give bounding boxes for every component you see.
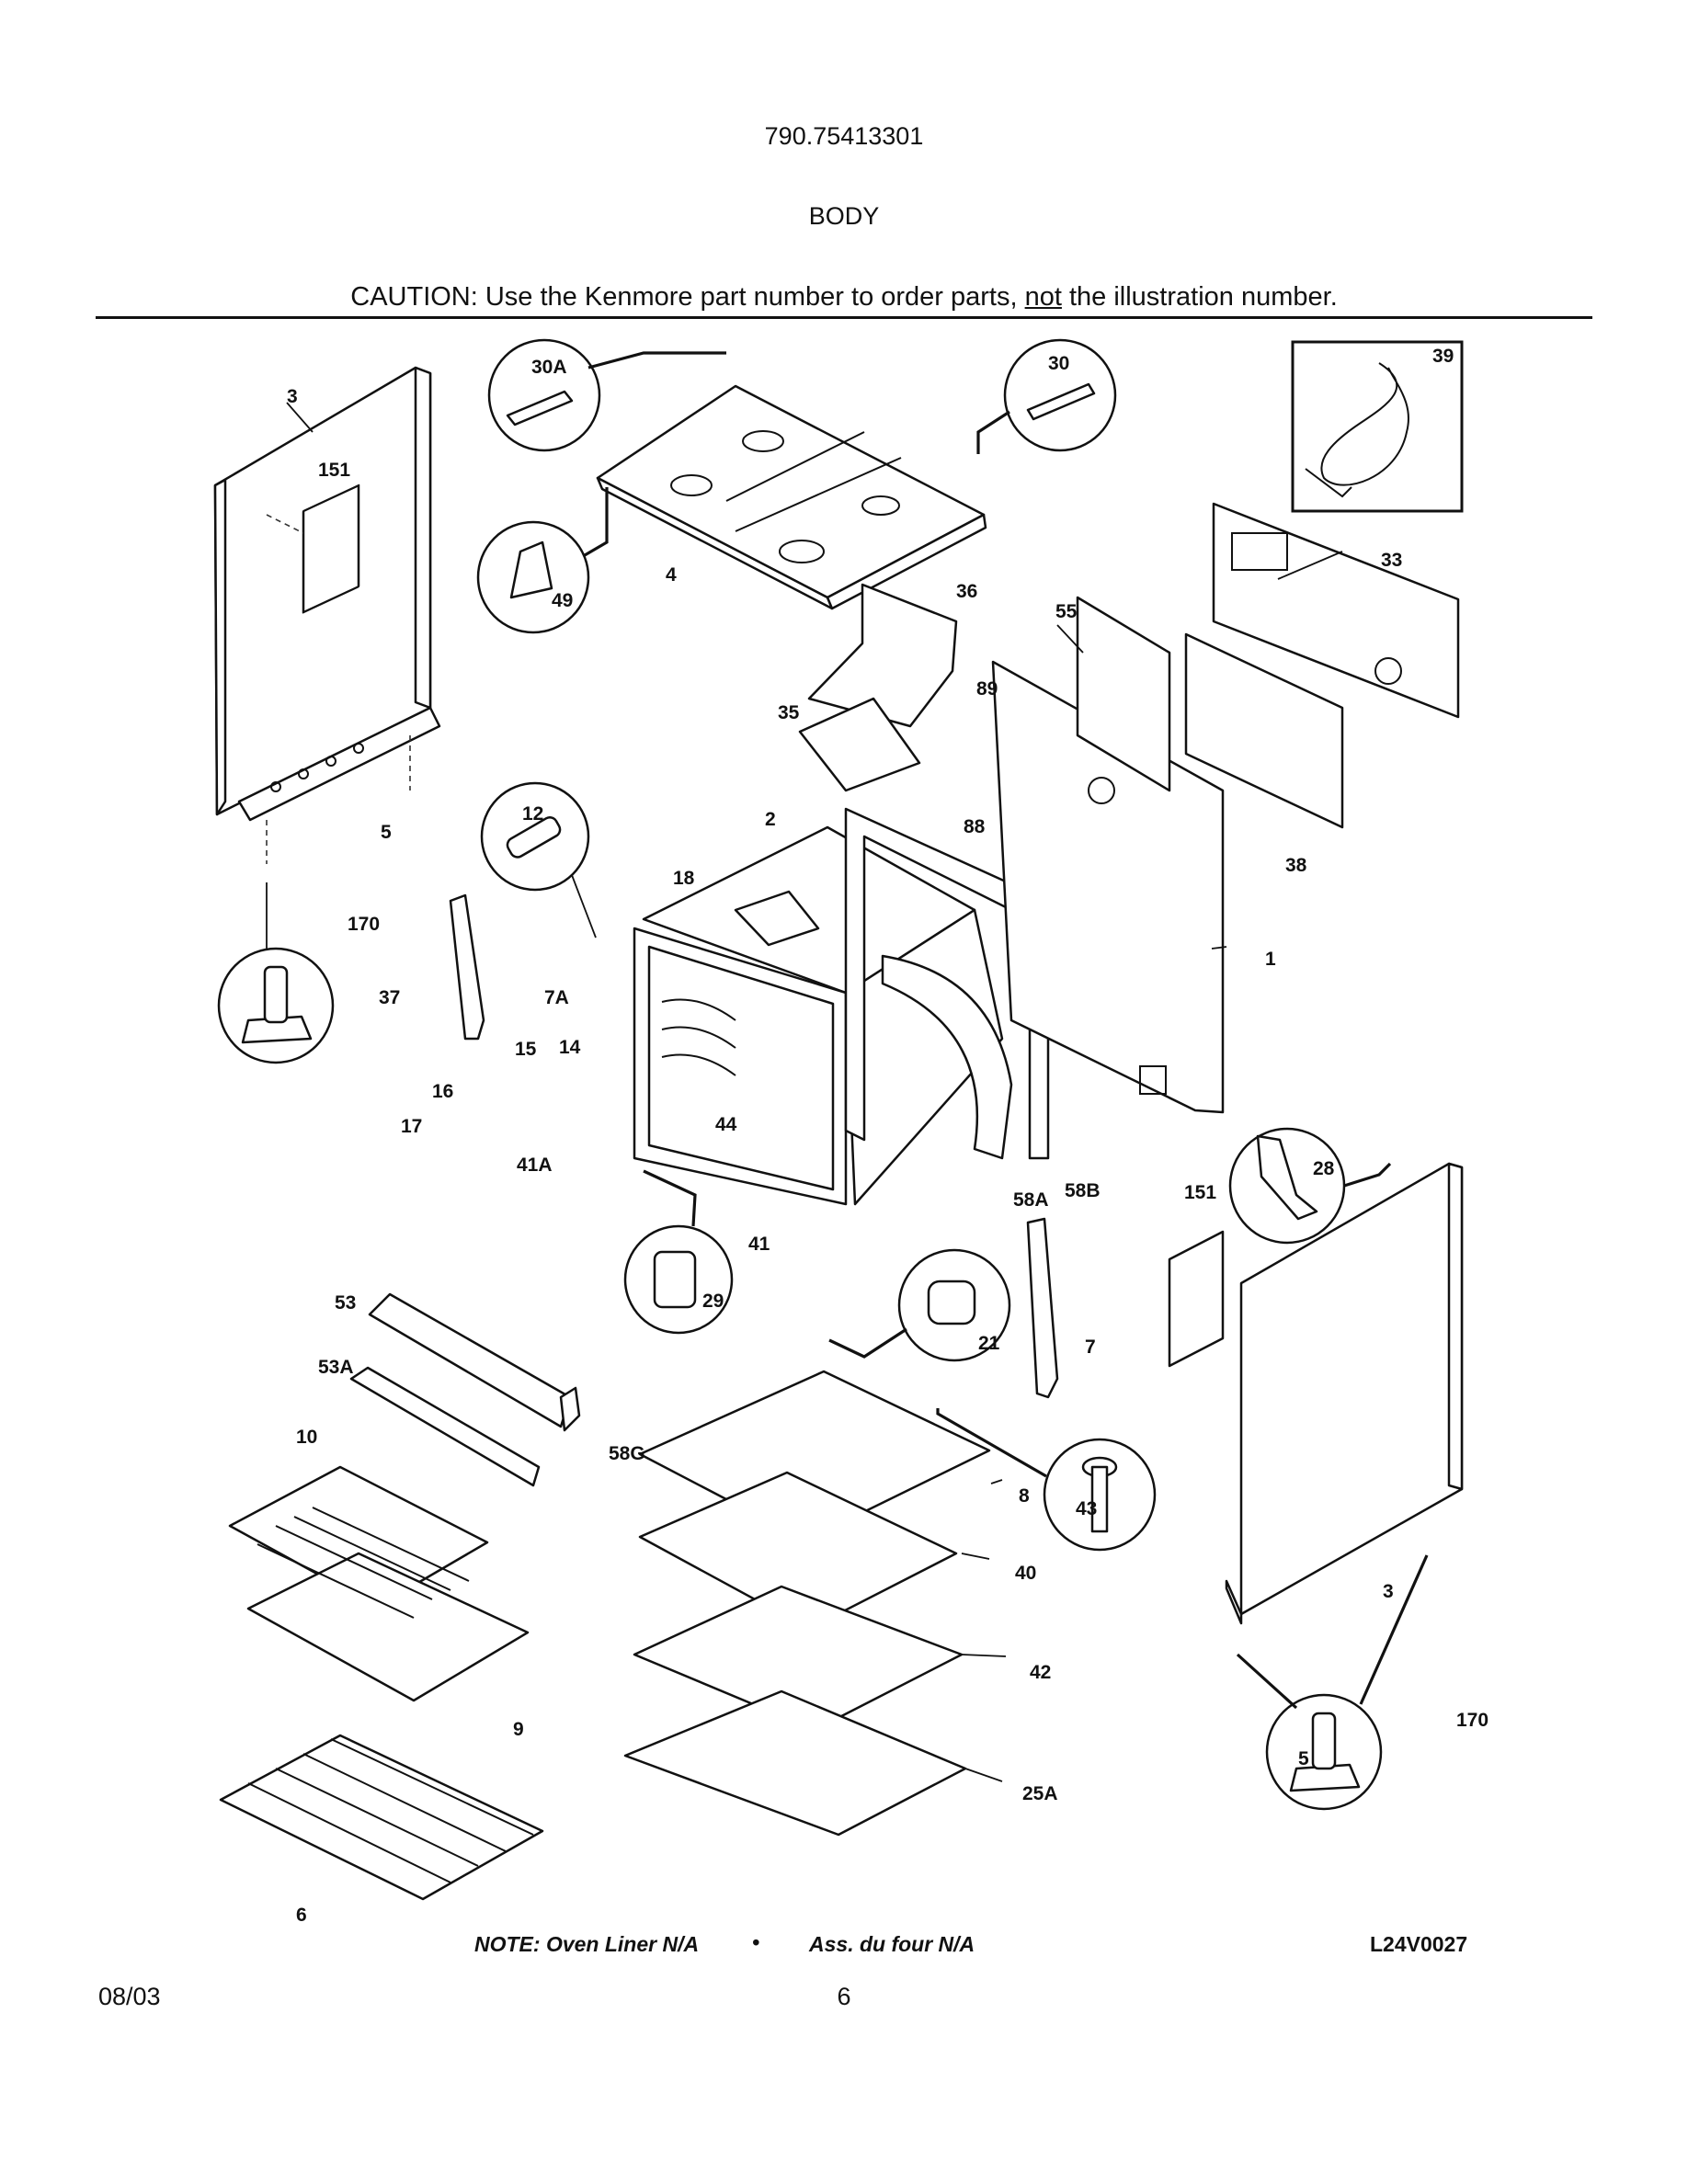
callout-49-circle — [476, 487, 609, 634]
leader-lines — [961, 551, 1343, 1782]
callout-39-box — [1291, 340, 1464, 513]
callout-12: 12 — [522, 803, 543, 825]
callout-41A: 41A — [517, 1155, 553, 1176]
caution-text: CAUTION: Use the Kenmore part number to … — [0, 282, 1688, 313]
callout-58G: 58G — [609, 1443, 645, 1464]
control-panel — [1212, 502, 1460, 719]
callout-28: 28 — [1313, 1158, 1335, 1179]
callout-18: 18 — [673, 868, 695, 889]
callout-30: 30 — [1048, 353, 1069, 374]
callout-43-circle — [936, 1408, 1157, 1552]
callout-15: 15 — [515, 1039, 537, 1060]
section-title: BODY — [808, 202, 880, 230]
callout-3: 3 — [287, 386, 298, 407]
callout-8: 8 — [1019, 1485, 1030, 1507]
callout-40: 40 — [1015, 1563, 1036, 1584]
bracket-18 — [734, 890, 820, 947]
caution-emphasis: not — [1024, 282, 1062, 312]
callout-2: 2 — [765, 809, 776, 830]
oven-cavity — [633, 825, 1004, 1206]
callout-151: 151 — [1184, 1182, 1216, 1203]
callout-35: 35 — [778, 702, 800, 723]
callout-151: 151 — [318, 460, 350, 481]
callout-3: 3 — [1383, 1581, 1394, 1602]
callout-10: 10 — [296, 1427, 317, 1448]
callout-41: 41 — [748, 1234, 770, 1255]
end-cap-58G — [559, 1386, 581, 1432]
callout-5-right-circle — [1236, 1554, 1429, 1811]
callout-4: 4 — [666, 564, 677, 586]
callout-88: 88 — [964, 816, 986, 837]
callout-25A: 25A — [1022, 1783, 1058, 1804]
footer-note: NOTE: Oven Liner N/A — [474, 1932, 700, 1956]
callout-29: 29 — [702, 1291, 724, 1312]
callout-170: 170 — [348, 914, 380, 935]
broiler-pan — [228, 1465, 530, 1702]
callout-33: 33 — [1381, 550, 1402, 571]
callout-89: 89 — [976, 678, 998, 700]
left-side-panel — [213, 366, 441, 864]
gasket-35 — [798, 697, 921, 792]
model-number: 790.75413301 — [764, 122, 924, 150]
callout-37: 37 — [379, 987, 400, 1008]
page-number: 6 — [837, 1983, 851, 2010]
callout-9: 9 — [513, 1719, 524, 1740]
duct-36 — [807, 583, 958, 728]
callout-43: 43 — [1076, 1498, 1097, 1519]
callout-14: 14 — [559, 1037, 581, 1058]
side-bracket-151 — [1168, 1230, 1225, 1368]
callout-16: 16 — [432, 1081, 453, 1102]
callout-5: 5 — [381, 822, 392, 843]
revision-date: 08/03 — [98, 1983, 161, 2010]
callout-12-circle — [480, 781, 597, 938]
callout-28-circle — [1228, 1127, 1392, 1245]
callout-21: 21 — [978, 1333, 1000, 1354]
footer-note-french: Ass. du four N/A — [809, 1932, 975, 1956]
callout-36: 36 — [956, 581, 977, 602]
callout-1: 1 — [1265, 949, 1276, 970]
cooktop-frame — [596, 384, 987, 610]
bottom-panel-40 — [638, 1471, 958, 1631]
callout-30A-circle — [487, 338, 726, 452]
header-rule — [96, 316, 1592, 319]
right-side-panel — [1225, 1162, 1464, 1625]
footer-bullet: • — [752, 1930, 760, 1954]
callout-29-circle — [623, 1169, 734, 1335]
callout-7A: 7A — [544, 987, 569, 1008]
drawer-25A — [623, 1689, 967, 1837]
caution-prefix: CAUTION: Use the Kenmore part number to … — [350, 282, 1025, 312]
callout-58A: 58A — [1013, 1189, 1049, 1211]
hinge-7 — [1026, 1217, 1059, 1399]
callout-58B: 58B — [1065, 1180, 1101, 1201]
callout-7: 7 — [1085, 1337, 1096, 1358]
callout-53: 53 — [335, 1292, 356, 1314]
callout-38: 38 — [1285, 855, 1307, 876]
callout-17: 17 — [401, 1116, 422, 1137]
oven-rack — [219, 1734, 544, 1901]
caution-suffix: the illustration number. — [1061, 282, 1338, 312]
callout-21-circle — [828, 1248, 1011, 1362]
trim-53A — [349, 1366, 541, 1487]
hinge-7A — [449, 893, 485, 1041]
callout-49: 49 — [552, 590, 573, 611]
drawing-code: L24V0027 — [1370, 1932, 1468, 1956]
callout-30A: 30A — [531, 357, 567, 378]
callout-44: 44 — [715, 1114, 737, 1135]
callout-5: 5 — [1298, 1748, 1309, 1769]
callout-39: 39 — [1432, 346, 1454, 367]
callout-170: 170 — [1456, 1710, 1488, 1731]
rear-shield — [1184, 632, 1344, 829]
back-insulation — [1076, 596, 1171, 792]
callout-42: 42 — [1030, 1662, 1051, 1683]
callout-30-circle — [976, 338, 1117, 454]
callout-55: 55 — [1055, 601, 1078, 622]
callout-53A: 53A — [318, 1357, 354, 1378]
callout-6: 6 — [296, 1905, 307, 1926]
callout-5-left-circle — [217, 882, 335, 1064]
